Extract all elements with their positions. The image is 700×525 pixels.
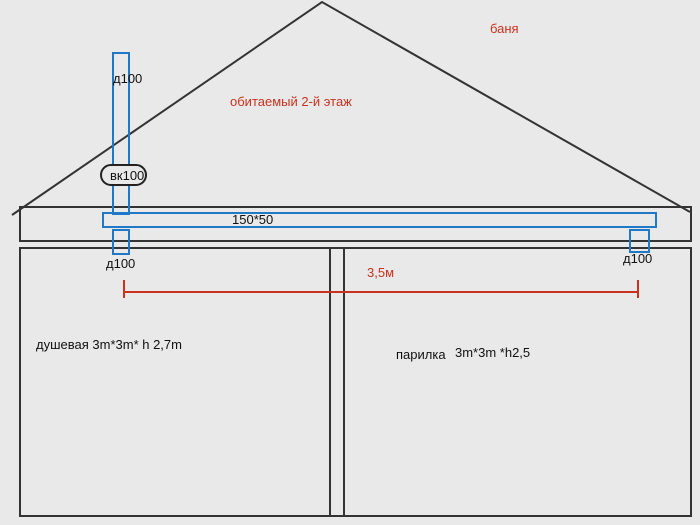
steam-room-name-label: парилка	[396, 347, 446, 362]
distance-label: 3,5м	[367, 265, 394, 280]
floor-slab	[19, 206, 692, 242]
beam-label: 150*50	[232, 212, 273, 227]
vk-label: вк100	[110, 168, 144, 183]
duct-stub-right	[629, 229, 650, 253]
rooms-outline	[19, 247, 692, 517]
partition-wall	[329, 247, 345, 517]
duct-top-label: д100	[113, 71, 142, 86]
roof-outline	[11, 0, 691, 216]
vk-valve-outline	[100, 164, 147, 186]
shower-room-label: душевая 3m*3m* h 2,7m	[36, 337, 182, 352]
duct-right-label: д100	[623, 251, 652, 266]
banya-label: баня	[490, 21, 519, 36]
beam-outline	[102, 212, 657, 228]
duct-left-label: д100	[106, 256, 135, 271]
floor2-label: обитаемый 2-й этаж	[230, 94, 352, 109]
duct-stub-left	[112, 229, 130, 255]
steam-room-size-label: 3m*3m *h2,5	[455, 345, 530, 360]
